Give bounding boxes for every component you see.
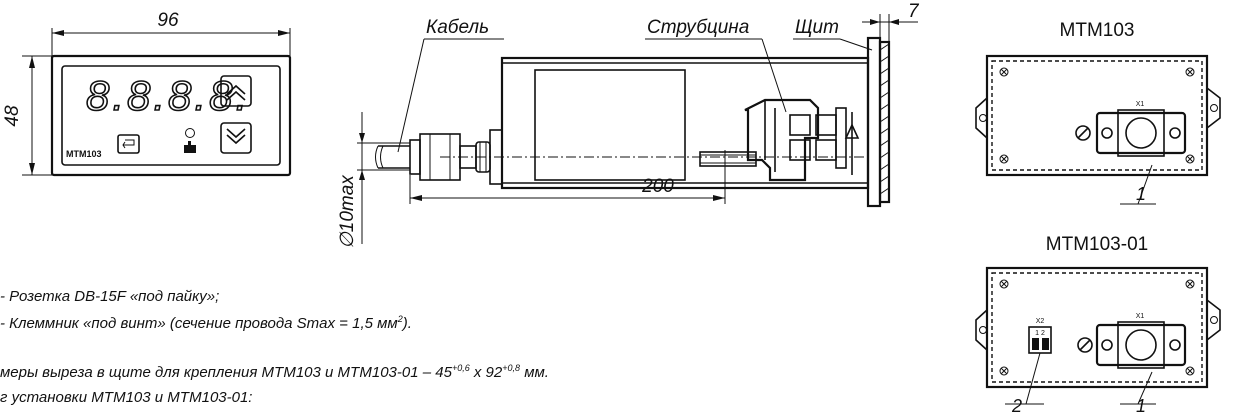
note-line-4: г установки МТМ103 и МТМ103-01:: [0, 389, 252, 406]
device-bezel: [50, 54, 292, 177]
enter-button: [117, 134, 140, 154]
chevron-down-icon: [226, 128, 246, 145]
up-button: [220, 75, 252, 107]
side-view: ∅10max: [337, 1, 920, 249]
callout-1-b: 1: [1136, 396, 1146, 415]
ground-screw: [1075, 125, 1091, 141]
cable-label: Кабель: [426, 17, 489, 38]
note-line-3-tol2: +0,8: [502, 363, 521, 373]
down-button: [220, 122, 252, 154]
back-view-mtm103-01: МТМ103-01 X2 1 2 X1 2 1: [975, 234, 1221, 415]
front-view: 96 48 8.8.8.8. МТМ103: [2, 10, 292, 177]
note-line-2-end: ).: [402, 315, 412, 332]
x1-label-a: X1: [1136, 101, 1145, 108]
note-line-1-text: - Розетка DB-15F «под пайку»;: [0, 288, 220, 305]
clamp: [699, 98, 860, 182]
enter-icon: [122, 139, 135, 149]
callout-1-a: 1: [1136, 184, 1146, 204]
note-line-3-end: мм.: [520, 364, 549, 381]
note-line-3-text: меры выреза в щите для крепления МТМ103 …: [0, 364, 452, 381]
callout-2: 2: [1011, 396, 1022, 415]
back-title-mtm103-01: МТМ103-01: [1046, 234, 1148, 255]
dim-length-200: 200: [641, 176, 674, 197]
note-line-3-tol1: +0,6: [451, 363, 470, 373]
dim-width-96: 96: [157, 10, 179, 31]
note-line-3-mid: х 92: [469, 364, 503, 381]
note-line-3: меры выреза в щите для крепления МТМ103 …: [0, 363, 549, 381]
note-line-4-text: г установки МТМ103 и МТМ103-01:: [0, 389, 253, 406]
dim-thickness-7: 7: [908, 1, 920, 22]
x2-label: X2: [1036, 318, 1045, 325]
indicator-led: [185, 128, 195, 138]
led-display: 8.8.8.8.: [86, 72, 250, 119]
terminal-pins: 1 2: [1035, 330, 1045, 337]
note-line-2-sup: 2: [397, 314, 403, 324]
note-line-1: - Розетка DB-15F «под пайку»;: [0, 288, 219, 305]
back-view-mtm103: МТМ103 X1 1: [975, 20, 1221, 205]
panel-label: Щит: [795, 17, 839, 38]
dim-height-48: 48: [2, 105, 23, 127]
x1-label-b: X1: [1136, 313, 1145, 320]
panel: [866, 36, 891, 208]
chevron-up-icon: [226, 84, 246, 101]
note-line-2: - Клеммник «под винт» (сечение провода S…: [0, 314, 412, 332]
clamp-label: Струбцина: [647, 17, 749, 38]
front-model-label: МТМ103: [66, 149, 102, 159]
back-title-mtm103: МТМ103: [1060, 20, 1135, 41]
dim-cable-diameter: ∅10max: [337, 174, 358, 249]
hand-icon: [184, 141, 196, 153]
note-line-2-text: - Клеммник «под винт» (сечение провода S…: [0, 315, 398, 332]
